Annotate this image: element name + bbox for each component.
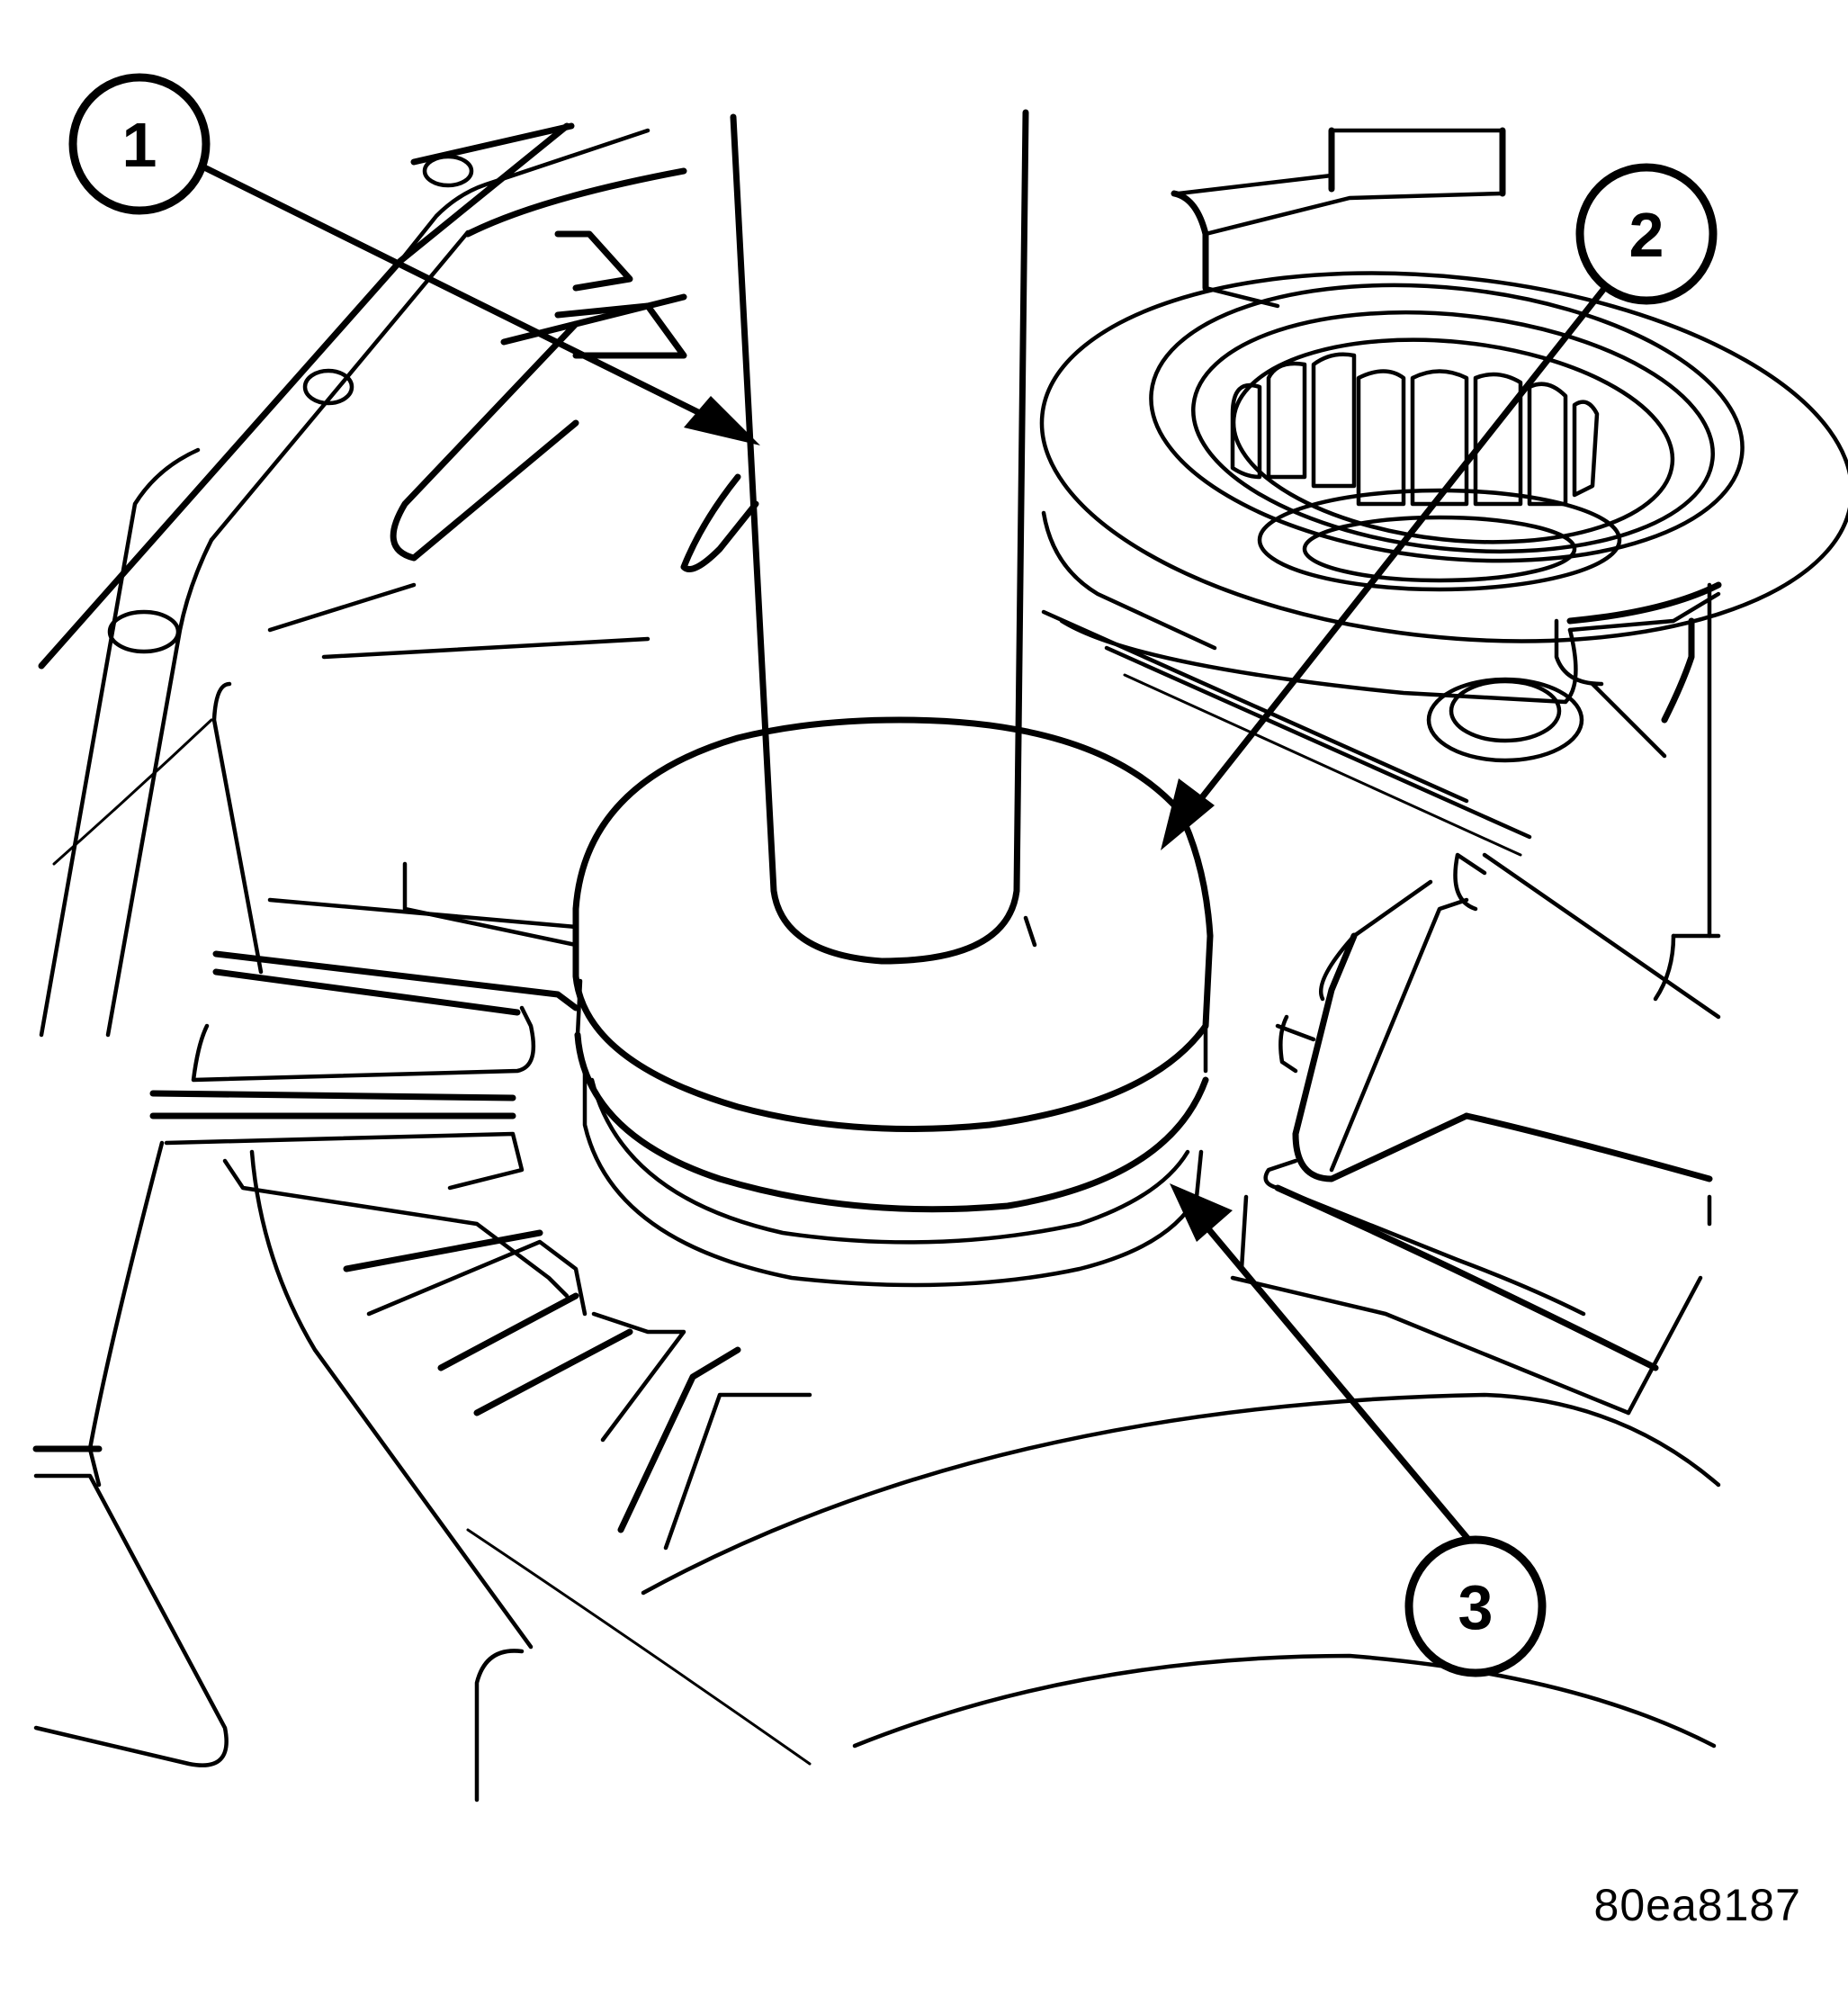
callout-label-2: 2 [1629,200,1664,270]
callout-circle-2 [1575,163,1718,305]
leader-arrow-2 [1189,283,1610,814]
leader-arrows [199,163,1610,1551]
callout-3: 3 [1404,1535,1547,1677]
callout-circle-1 [68,73,211,215]
installer-tool-head [572,716,1214,1132]
leader-arrow-3 [1193,1211,1479,1551]
callout-label-3: 3 [1458,1572,1494,1642]
installer-tool-shaft [730,109,1029,965]
bearing-rollers [1230,352,1622,592]
axle-seal [574,1031,1209,1288]
arrowhead-2 [1161,778,1215,850]
callout-1: 1 [68,73,211,215]
leader-arrow-1 [199,163,714,422]
callout-label-1: 1 [122,110,157,180]
transmission-case-linework [32,122,1848,1803]
arrowhead-3 [1170,1183,1233,1242]
callout-circle-3 [1404,1535,1547,1677]
arrowhead-1 [684,396,760,445]
callout-2: 2 [1575,163,1718,305]
figure-id: 80ea8187 [1593,1880,1801,1930]
